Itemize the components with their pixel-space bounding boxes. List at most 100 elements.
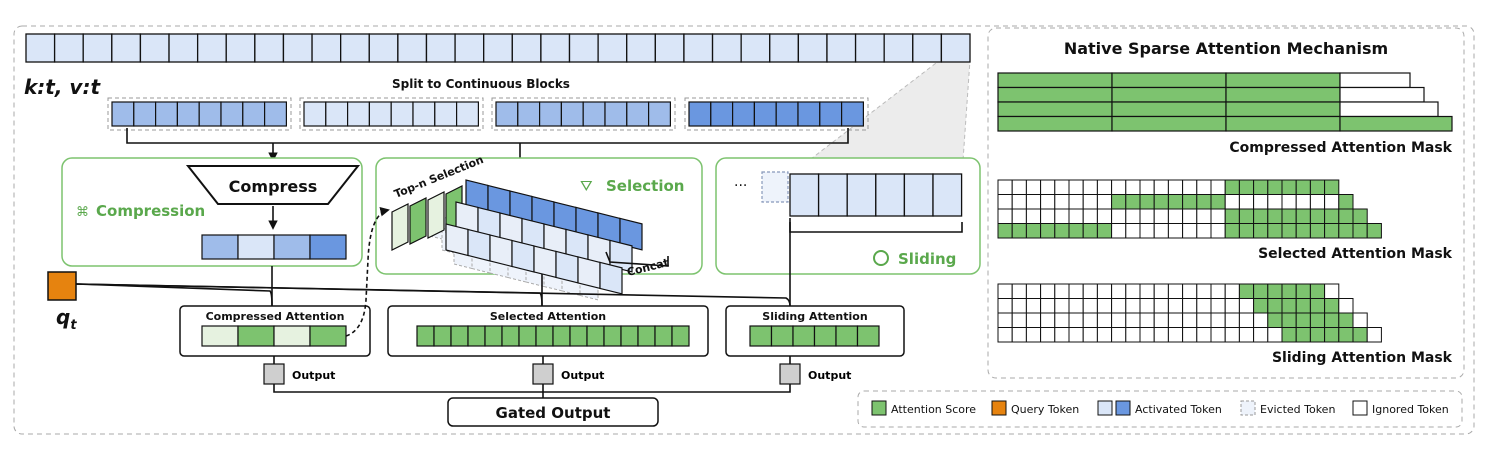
block-token bbox=[819, 101, 843, 127]
mask-cell bbox=[1082, 298, 1098, 314]
mask-cell bbox=[1011, 298, 1027, 314]
window-token bbox=[903, 173, 934, 217]
mask-cell bbox=[1324, 223, 1340, 239]
kv-token bbox=[139, 33, 170, 63]
mask-cell bbox=[1153, 194, 1169, 210]
block-token bbox=[517, 101, 541, 127]
mask-cell bbox=[1210, 312, 1226, 328]
mask-cell bbox=[1309, 283, 1326, 299]
block-token bbox=[303, 101, 327, 127]
compressed-score bbox=[273, 325, 311, 347]
kv-token bbox=[168, 33, 199, 63]
block-token bbox=[775, 101, 799, 127]
selected-score bbox=[552, 325, 571, 347]
selected-score bbox=[518, 325, 537, 347]
kv-token bbox=[626, 33, 656, 63]
block-token bbox=[753, 101, 777, 127]
mask-cell bbox=[1011, 327, 1027, 343]
mask-cell bbox=[1267, 208, 1283, 224]
concat-bracket bbox=[605, 251, 669, 267]
kv-token bbox=[540, 33, 571, 63]
kv-token bbox=[397, 33, 428, 63]
mask-cell bbox=[1267, 298, 1283, 314]
mask-cell bbox=[997, 194, 1013, 210]
mask-cell bbox=[1210, 208, 1226, 224]
legend-ignored-swatch bbox=[1352, 400, 1368, 416]
window-token bbox=[817, 173, 848, 217]
mask-cell bbox=[1324, 327, 1340, 343]
mask-cell bbox=[1295, 327, 1311, 343]
sliding-score bbox=[749, 325, 773, 347]
mask-cell bbox=[1068, 179, 1084, 195]
kv-token bbox=[597, 33, 628, 63]
block-token bbox=[731, 101, 755, 127]
mask-cell bbox=[1295, 208, 1311, 224]
selected-score bbox=[484, 325, 503, 347]
mask-cell bbox=[1025, 208, 1042, 224]
key-value-sequence bbox=[25, 33, 971, 63]
mask-cell bbox=[1125, 327, 1141, 343]
mask-cell bbox=[1338, 327, 1354, 343]
mask-cell bbox=[1040, 194, 1056, 210]
mask-cell bbox=[1196, 312, 1212, 328]
selected-score bbox=[467, 325, 486, 347]
mask-score bbox=[1225, 115, 1341, 132]
block-token bbox=[604, 101, 628, 127]
kv-token bbox=[568, 33, 599, 63]
mask-cell bbox=[1352, 208, 1368, 224]
mask-cell bbox=[997, 208, 1013, 224]
kv-token bbox=[311, 33, 342, 63]
sliding-ellipsis: ··· bbox=[734, 178, 747, 194]
mask-cell bbox=[1096, 327, 1113, 343]
mask-cell bbox=[1309, 312, 1326, 328]
mask-cell bbox=[1182, 223, 1198, 239]
block-token bbox=[560, 101, 584, 127]
kv-token bbox=[912, 33, 943, 63]
block-token bbox=[155, 101, 179, 127]
mask-cell bbox=[1339, 101, 1439, 118]
mask-cell bbox=[1238, 298, 1255, 314]
output-label: Output bbox=[808, 369, 851, 382]
selected-score bbox=[603, 325, 622, 347]
mask-cell bbox=[1111, 194, 1127, 210]
mask-cell bbox=[1253, 298, 1269, 314]
mask-cell bbox=[1054, 208, 1070, 224]
kv-token bbox=[711, 33, 742, 63]
mask-cell bbox=[1224, 208, 1240, 224]
block-token bbox=[647, 101, 671, 127]
mask-cell bbox=[1324, 298, 1340, 314]
mask-cell bbox=[1011, 179, 1027, 195]
mask-cell bbox=[1182, 327, 1198, 343]
mask-cell bbox=[1125, 194, 1141, 210]
mask-cell bbox=[1096, 194, 1113, 210]
mask-cell bbox=[1324, 283, 1340, 299]
mask-cell bbox=[1167, 283, 1184, 299]
compressed-score bbox=[201, 325, 239, 347]
selected-token bbox=[577, 256, 601, 290]
mask-cell bbox=[1025, 194, 1042, 210]
query-label: qt bbox=[56, 305, 77, 333]
block-token bbox=[688, 101, 712, 127]
mask-cell bbox=[1366, 327, 1382, 343]
kv-token bbox=[340, 33, 370, 63]
mask-cell bbox=[1125, 208, 1141, 224]
block-token bbox=[797, 101, 821, 127]
mask-cell bbox=[1253, 223, 1269, 239]
output-label: Output bbox=[292, 369, 335, 382]
block-group-frame bbox=[107, 97, 292, 131]
mask-cell bbox=[1281, 312, 1297, 328]
mask-cell bbox=[1338, 312, 1354, 328]
mask-cell bbox=[1324, 179, 1340, 195]
blocks-bracket bbox=[126, 128, 849, 144]
topn-score bbox=[391, 203, 409, 251]
block-token bbox=[347, 101, 371, 127]
mask-cell bbox=[1267, 312, 1283, 328]
sliding-score bbox=[813, 325, 837, 347]
mask-cell bbox=[1082, 283, 1098, 299]
selected-score bbox=[569, 325, 588, 347]
block-token bbox=[198, 101, 222, 127]
mask-cell bbox=[1267, 223, 1283, 239]
mask-cell bbox=[1153, 312, 1169, 328]
mask-cell bbox=[1096, 312, 1113, 328]
compressed-score bbox=[309, 325, 347, 347]
